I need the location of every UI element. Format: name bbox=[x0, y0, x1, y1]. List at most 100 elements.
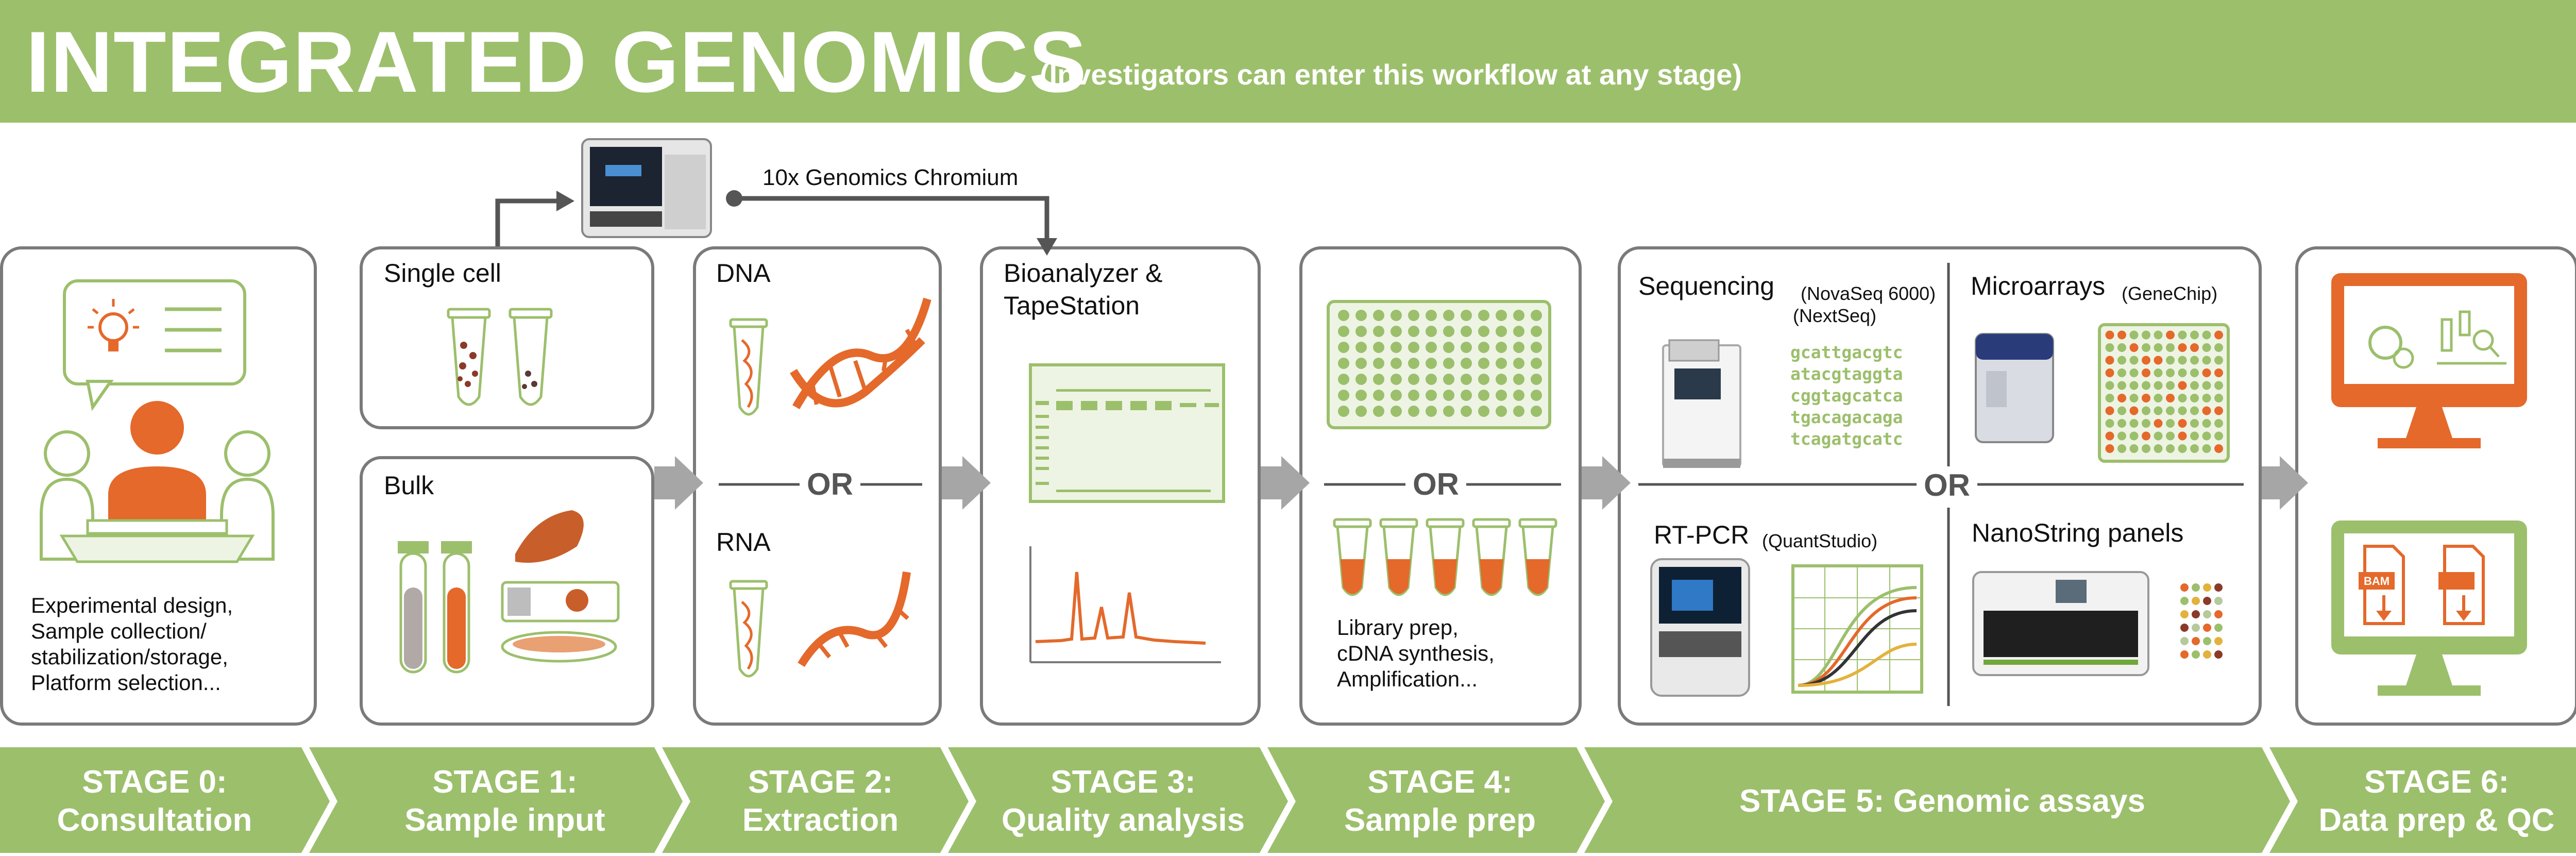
chip-spot bbox=[2154, 431, 2163, 441]
plate-well bbox=[1443, 310, 1454, 321]
nanostring-dot bbox=[2180, 597, 2189, 605]
tube-liquid bbox=[1341, 559, 1364, 594]
chip-spot bbox=[2202, 356, 2211, 365]
chip-spot bbox=[2178, 431, 2187, 441]
genechip-label: (GeneChip) bbox=[2122, 283, 2218, 304]
sequence-line: tcagatgcatc bbox=[1790, 429, 1903, 449]
nanostring-dot bbox=[2192, 583, 2200, 592]
chip-spot bbox=[2105, 406, 2114, 415]
chip-spot bbox=[2178, 394, 2187, 402]
plate-well bbox=[1496, 326, 1507, 337]
file-icon: BAM bbox=[2359, 545, 2405, 625]
chromium-connector bbox=[495, 196, 1049, 246]
stage5-label: STAGE 5: Genomic assays bbox=[1607, 758, 2277, 845]
chip-spot bbox=[2154, 419, 2163, 428]
chip-spot bbox=[2190, 381, 2199, 390]
bulk-sample-icon bbox=[398, 510, 620, 674]
chip-spot bbox=[2166, 419, 2175, 428]
nanostring-dot bbox=[2203, 624, 2211, 632]
chip-spot bbox=[2105, 356, 2114, 365]
gel-icon bbox=[1029, 363, 1225, 503]
chip-spot bbox=[2129, 343, 2139, 352]
chromium-connector-dot bbox=[726, 190, 742, 207]
plate-well bbox=[1408, 390, 1419, 401]
library-tube-icon bbox=[1333, 518, 1557, 596]
plate-well bbox=[1496, 310, 1507, 321]
stage4-description: Library prep, cDNA synthesis, Amplificat… bbox=[1337, 615, 1495, 692]
chip-spot bbox=[2166, 356, 2175, 365]
plate-well bbox=[1496, 358, 1507, 369]
nanostring-dot bbox=[2203, 597, 2211, 605]
plate-well bbox=[1531, 358, 1542, 369]
plate-well bbox=[1461, 342, 1472, 353]
chip-spot bbox=[2202, 419, 2211, 428]
plate-well bbox=[1478, 390, 1489, 401]
plate-well bbox=[1426, 374, 1437, 385]
plate-well bbox=[1531, 326, 1542, 337]
plate-well bbox=[1443, 342, 1454, 353]
stage1-name: Sample input bbox=[404, 802, 605, 838]
chip-spot bbox=[2190, 394, 2199, 402]
page-subtitle: (Investigators can enter this workflow a… bbox=[1040, 58, 1742, 91]
stage0-number: STAGE 0: bbox=[82, 764, 227, 800]
nanostring-dot bbox=[2214, 650, 2223, 659]
chip-spot bbox=[2202, 394, 2211, 402]
nanostring-dot bbox=[2180, 650, 2189, 659]
chip-spot bbox=[2154, 406, 2163, 415]
plate-well bbox=[1338, 310, 1349, 321]
stage4-name: Sample prep bbox=[1344, 802, 1536, 838]
chip-spot bbox=[2190, 343, 2199, 352]
chip-spot bbox=[2166, 406, 2175, 415]
plate-well bbox=[1391, 310, 1402, 321]
file-icon bbox=[2438, 545, 2485, 625]
plate-well bbox=[1478, 326, 1489, 337]
chip-spot bbox=[2178, 343, 2187, 352]
stage6-name: Data prep & QC bbox=[2318, 802, 2555, 838]
plate-well bbox=[1373, 390, 1384, 401]
plate-well bbox=[1478, 342, 1489, 353]
plate-well bbox=[1513, 310, 1524, 321]
chip-spot bbox=[2142, 356, 2150, 365]
stage0-desc-line: stabilization/storage, bbox=[31, 645, 228, 669]
chip-spot bbox=[2190, 330, 2199, 340]
bioanalyzer-arrowhead-down bbox=[1037, 238, 1057, 256]
chip-spot bbox=[2142, 381, 2150, 390]
plate-well bbox=[1513, 358, 1524, 369]
plate-well bbox=[1355, 374, 1367, 385]
nanostring-dot bbox=[2180, 610, 2189, 618]
stage4-desc-line: cDNA synthesis, bbox=[1337, 641, 1495, 665]
chip-spot bbox=[2214, 419, 2223, 428]
plate-well bbox=[1513, 342, 1524, 353]
chip-spot bbox=[2214, 356, 2223, 365]
plate-well bbox=[1531, 310, 1542, 321]
chip-spot bbox=[2190, 431, 2199, 441]
chip-spot bbox=[2166, 343, 2175, 352]
plate-well bbox=[1373, 342, 1384, 353]
plate-well bbox=[1373, 326, 1384, 337]
rna-label: RNA bbox=[716, 528, 771, 557]
microarrays-label: Microarrays bbox=[1971, 272, 2106, 300]
chip-spot bbox=[2214, 330, 2223, 340]
novaseq-label: (NovaSeq 6000) bbox=[1801, 283, 1936, 304]
plate-well bbox=[1391, 406, 1402, 417]
chip-spot bbox=[2178, 406, 2187, 415]
plate-well bbox=[1426, 310, 1437, 321]
chip-spot bbox=[2129, 406, 2139, 415]
or-label: OR bbox=[1917, 469, 1977, 502]
plate-well bbox=[1338, 326, 1349, 337]
stage3-label: STAGE 3: Quality analysis bbox=[971, 758, 1275, 845]
plate-well bbox=[1391, 358, 1402, 369]
plate-well bbox=[1531, 406, 1542, 417]
chip-spot bbox=[2142, 406, 2150, 415]
chip-spot bbox=[2154, 381, 2163, 390]
plate-well bbox=[1355, 342, 1367, 353]
nextseq-label: (NextSeq) bbox=[1793, 305, 1877, 326]
chip-spot bbox=[2142, 394, 2150, 402]
plate-well bbox=[1426, 342, 1437, 353]
plate-well bbox=[1426, 406, 1437, 417]
plate-well bbox=[1355, 358, 1367, 369]
nanostring-dot bbox=[2192, 650, 2200, 659]
chip-spot bbox=[2166, 381, 2175, 390]
single-cell-box bbox=[360, 246, 654, 429]
